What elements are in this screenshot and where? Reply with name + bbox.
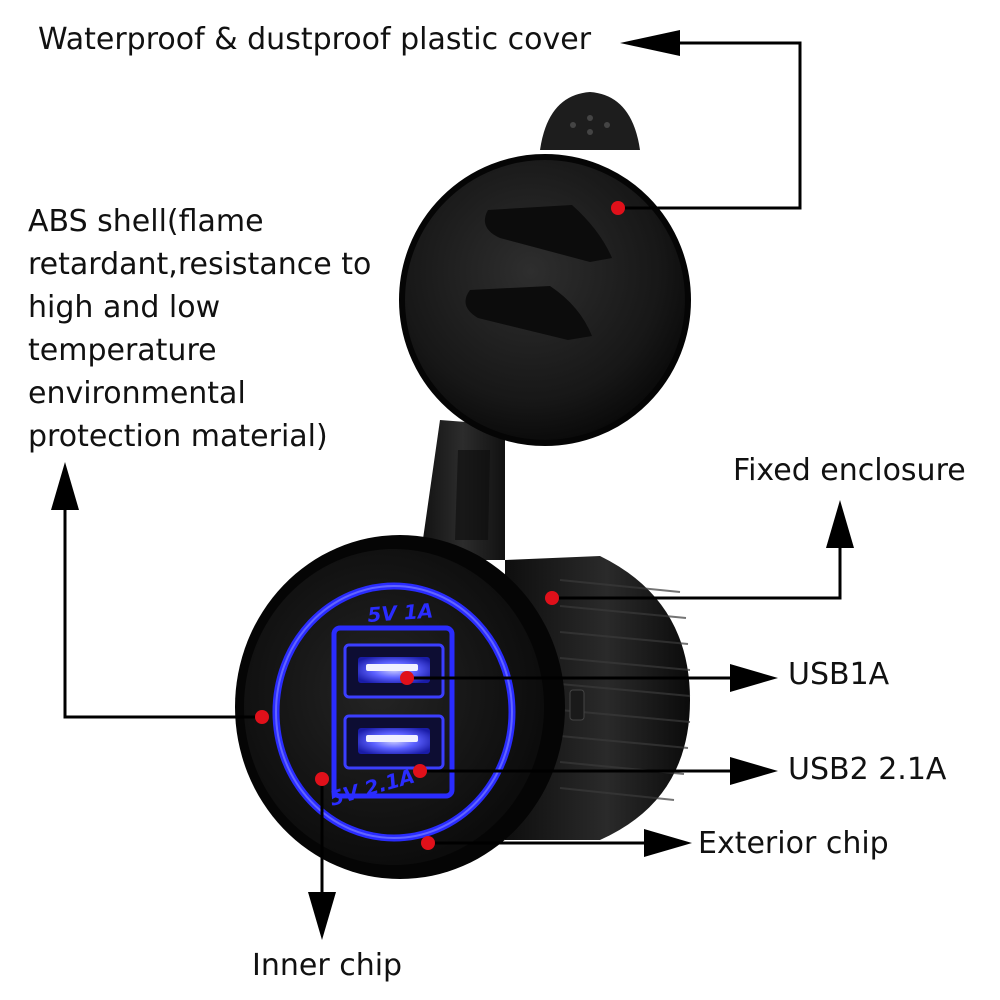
arrowhead-left-cover (620, 30, 680, 56)
abs-shell-face (235, 535, 565, 879)
waterproof-cover (399, 92, 691, 446)
arrowhead-right-usb2 (730, 757, 778, 785)
arrowhead-right-exterior (644, 829, 692, 857)
label-inner-chip: Inner chip (252, 948, 403, 983)
label-waterproof-cover: Waterproof & dustproof plastic cover (38, 22, 592, 57)
marker-dot-inner (315, 772, 329, 786)
arrowheads (51, 30, 854, 940)
label-abs-line: ABS shell(flame (28, 204, 264, 239)
label-exterior-chip: Exterior chip (698, 826, 889, 861)
label-abs-line: temperature (28, 333, 217, 368)
leader-lines (63, 41, 842, 895)
label-usb1: USB1A (788, 657, 890, 692)
label-usb2: USB2 2.1A (788, 752, 947, 787)
marker-dot-exterior (421, 836, 435, 850)
marker-dots (255, 201, 625, 850)
usb-port-bottom (343, 714, 445, 770)
marker-dot-usb2 (413, 764, 427, 778)
usb-port-top (343, 643, 445, 699)
arrowhead-down-inner (308, 892, 336, 940)
fixed-enclosure-leader (552, 548, 842, 600)
marker-dot-enclosure (545, 591, 559, 605)
marker-dot-usb1 (400, 671, 414, 685)
marker-dot-abs (255, 710, 269, 724)
arrowhead-right-usb1 (730, 664, 778, 692)
abs-leader (63, 510, 262, 719)
cover-leader (618, 41, 802, 210)
inner-led-frame (331, 625, 455, 799)
label-abs-line: environmental (28, 376, 246, 411)
label-abs-shell: ABS shell(flame retardant,resistance to … (28, 200, 371, 458)
port-top-marking: 5V 1A (367, 598, 434, 627)
arrowhead-up-enclosure (826, 500, 854, 548)
marker-dot-cover (611, 201, 625, 215)
label-fixed-enclosure: Fixed enclosure (733, 453, 966, 488)
label-abs-line: retardant,resistance to (28, 247, 372, 282)
label-abs-line: high and low (28, 290, 221, 325)
label-abs-line: protection material) (28, 419, 328, 454)
cover-strap (420, 420, 505, 560)
arrowhead-up-abs (51, 462, 79, 510)
